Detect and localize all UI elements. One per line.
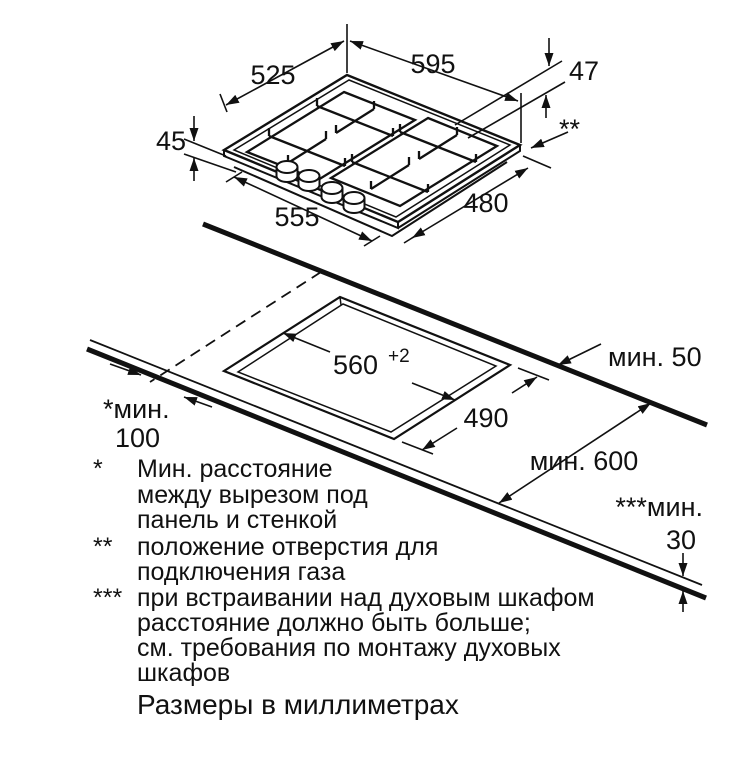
dimension-body-front: 555: [225, 171, 381, 247]
dim-555-label: 555: [274, 202, 319, 232]
dimension-top-depth: 525: [219, 24, 348, 113]
footnote-3-marker: ***: [93, 584, 122, 612]
worktop-cutout-drawing: 560 +2 490 мин. 50 мин. 600 *мин. 100: [86, 221, 708, 612]
footnote-1-marker: *: [93, 455, 103, 483]
min-100-label-1: *мин.: [103, 394, 170, 424]
footnotes: * Мин. расстояние между вырезом под пане…: [93, 455, 595, 720]
footnote-3-line-1: при встраивании над духовым шкафом: [137, 584, 595, 612]
dimension-front-height: 45: [156, 116, 237, 181]
dim-480-label: 480: [463, 188, 508, 218]
cutout-inner-edge: [236, 303, 498, 433]
dim-47-label: 47: [569, 56, 599, 86]
dimension-min-oven-clearance: ***мин. 30: [615, 492, 703, 612]
worktop-back-edge: [202, 221, 708, 428]
min-50-label: мин. 50: [608, 342, 702, 372]
footnote-3-line-4: шкафов: [137, 659, 230, 687]
footnote-3-line-2: расстояние должно быть больше;: [137, 609, 531, 637]
dimension-cutout-width: 560 +2: [282, 332, 456, 401]
knob-2: [297, 169, 321, 192]
dimension-top-width: 595: [349, 40, 522, 143]
hob-isometric-drawing: 525 595 47 ** 45: [156, 24, 599, 247]
cutout-outline: [221, 295, 513, 441]
knob-1: [275, 160, 299, 183]
footnote-3-line-3: см. требования по монтажу духовых: [137, 634, 561, 662]
footnote-1-line-2: между вырезом под: [137, 481, 368, 509]
dim-525-label: 525: [250, 60, 295, 90]
dim-560-label: 560: [333, 350, 378, 380]
min-30-label-1: ***мин.: [615, 492, 703, 522]
min-30-label-2: 30: [666, 525, 696, 555]
side-wall-dashed-line: [149, 271, 322, 383]
footnote-2-line-2: подключения газа: [137, 558, 345, 586]
dim-560-tolerance: +2: [388, 346, 410, 367]
knob-3: [320, 181, 344, 204]
dim-490-label: 490: [463, 403, 508, 433]
footnote-1-line-3: панель и стенкой: [137, 506, 337, 534]
min-600-label: мин. 600: [530, 446, 639, 476]
footnote-2-marker: **: [93, 533, 113, 561]
gas-marker-label: **: [559, 114, 581, 144]
dimension-min-back-clearance: мин. 50: [557, 342, 702, 372]
dim-595-label: 595: [410, 49, 455, 79]
pan-support-left: [244, 90, 418, 182]
dimension-min-side-clearance: *мин. 100: [103, 363, 213, 453]
dimension-gas-offset: 47: [454, 38, 599, 139]
dimension-min-worktop-depth: мин. 600: [498, 402, 652, 504]
footnote-2-line-1: положение отверстия для: [137, 533, 438, 561]
gas-connection-marker: **: [530, 114, 581, 149]
worktop-front-edge: [89, 339, 703, 586]
footnote-1-line-1: Мин. расстояние: [137, 455, 333, 483]
units-note: Размеры в миллиметрах: [137, 689, 459, 720]
knob-4: [342, 191, 366, 214]
dim-45-label: 45: [156, 126, 186, 156]
oven-top-edge: [86, 346, 707, 601]
dimension-body-side: 480: [403, 155, 552, 244]
min-100-label-2: 100: [115, 423, 160, 453]
